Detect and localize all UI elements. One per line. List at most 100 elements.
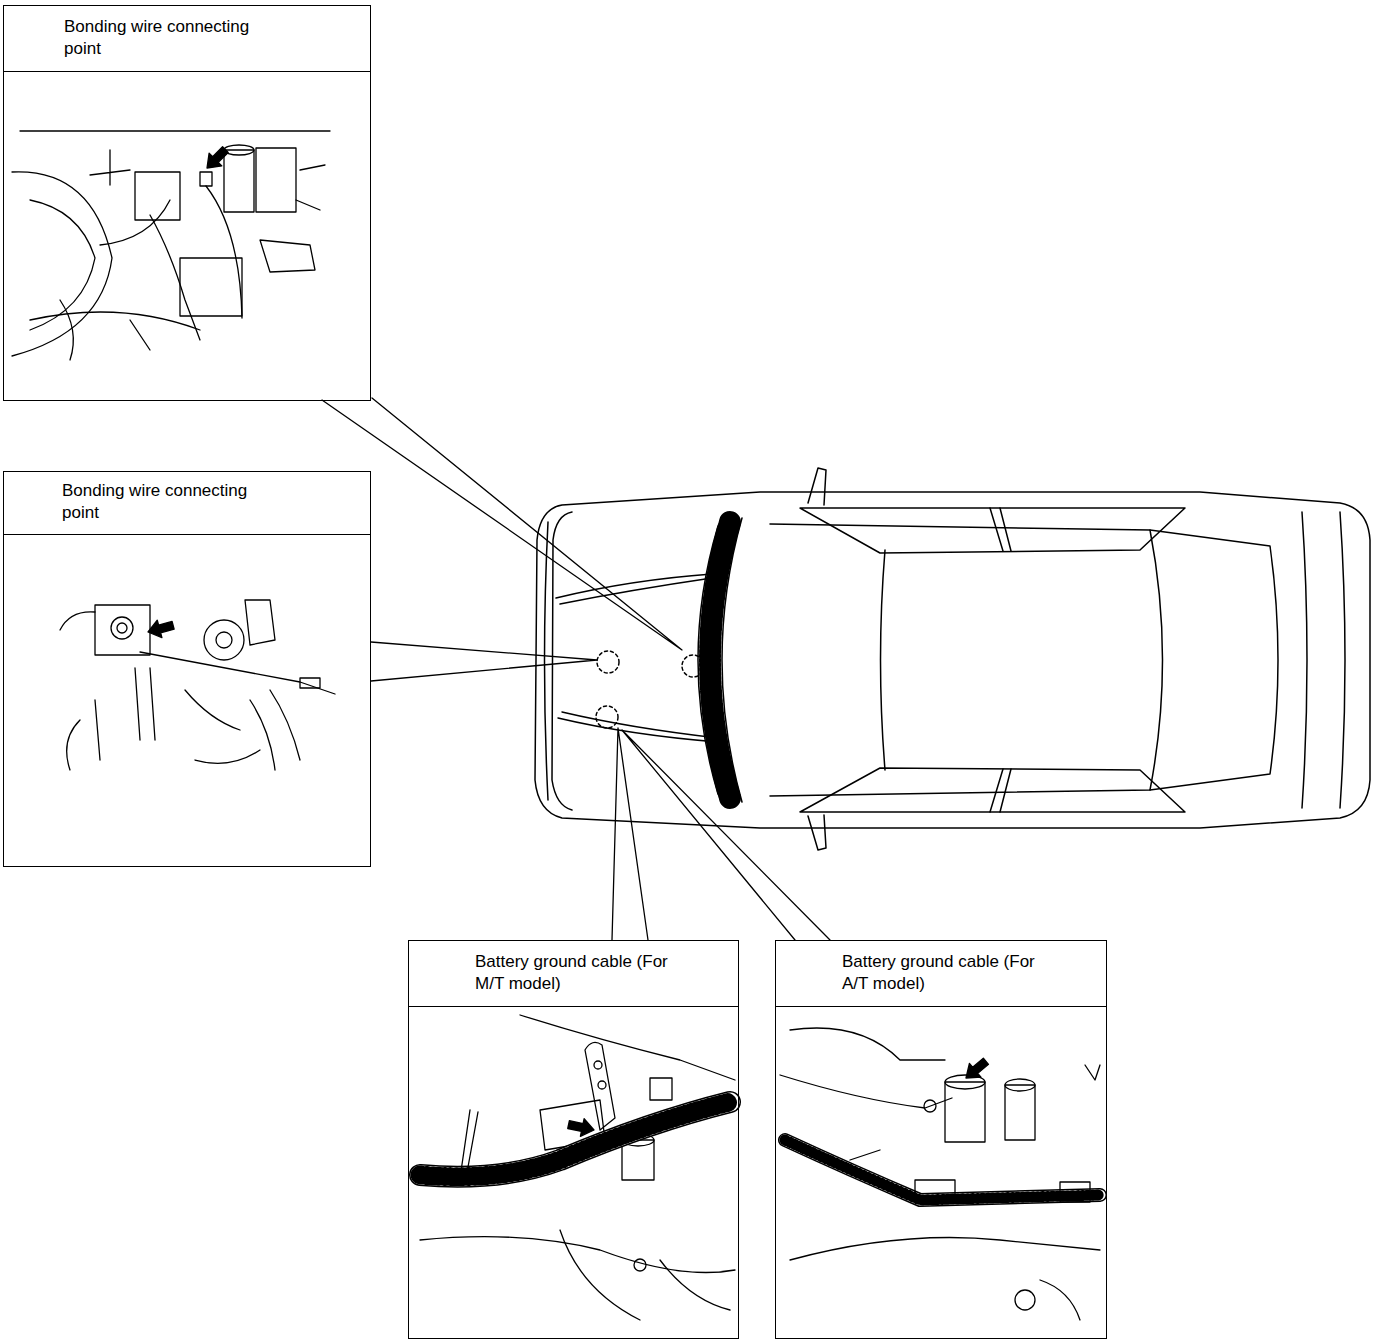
line-art — [808, 468, 826, 505]
callout-header: Bonding wire connecting point — [4, 472, 370, 535]
line-art — [915, 1180, 955, 1202]
line-art — [785, 1140, 1100, 1200]
line-art — [12, 172, 112, 356]
engine-sketch — [60, 600, 335, 770]
line-art — [552, 512, 572, 810]
line-art — [296, 165, 325, 210]
callout-header: Battery ground cable (For M/T model) — [409, 941, 738, 1007]
line-art — [185, 690, 260, 763]
line-art — [60, 300, 150, 360]
callout-title: Bonding wire connecting point — [62, 480, 284, 524]
line-art — [250, 690, 300, 770]
line-art — [180, 258, 242, 316]
line-art — [300, 678, 320, 688]
line-art — [111, 617, 133, 639]
line-art — [200, 172, 212, 186]
line-art — [256, 148, 296, 212]
line-art — [206, 186, 242, 318]
line-art — [585, 1042, 615, 1130]
line-art — [322, 398, 682, 650]
line-art — [800, 508, 1185, 553]
callout-title: Battery ground cable (For M/T model) — [475, 951, 697, 995]
line-art — [710, 522, 730, 798]
line-art — [201, 143, 232, 174]
line-art — [67, 700, 100, 770]
line-art — [146, 617, 176, 641]
line-art — [622, 730, 830, 940]
line-art — [1060, 1182, 1090, 1202]
line-art — [800, 768, 1185, 812]
line-art — [562, 712, 718, 738]
line-art — [598, 1081, 606, 1089]
line-art — [596, 706, 618, 728]
line-art — [204, 620, 244, 660]
line-art — [650, 1078, 672, 1100]
line-art — [722, 518, 742, 802]
line-art — [1005, 1079, 1035, 1091]
line-art — [785, 1140, 1100, 1200]
line-art — [990, 508, 1011, 551]
line-art — [780, 1075, 952, 1108]
line-art — [117, 623, 127, 633]
leader-lines — [322, 398, 830, 940]
line-art — [558, 718, 718, 742]
line-art — [90, 150, 130, 185]
callout-box: Bonding wire connecting point — [3, 5, 371, 401]
callout-header: Bonding wire connecting point — [4, 6, 370, 72]
line-art — [1015, 1290, 1035, 1310]
line-art — [545, 522, 549, 800]
line-art — [634, 1259, 646, 1271]
callout-box: Battery ground cable (For M/T model) — [408, 940, 739, 1339]
callout-header: Battery ground cable (For A/T model) — [776, 941, 1106, 1007]
line-art — [535, 492, 1370, 828]
line-art — [371, 642, 597, 681]
line-art — [960, 1054, 991, 1085]
line-art — [881, 550, 886, 770]
line-art — [216, 632, 232, 648]
line-art — [30, 312, 200, 330]
line-art — [1005, 1085, 1035, 1140]
ground-point-sketch — [420, 1015, 735, 1320]
car-top-view — [535, 468, 1370, 850]
line-art — [682, 655, 704, 677]
line-art — [245, 600, 275, 645]
line-art — [567, 1116, 596, 1139]
line-art — [1302, 512, 1307, 808]
line-art — [1150, 530, 1278, 790]
line-art — [790, 1028, 945, 1060]
line-art — [850, 1150, 880, 1160]
callout-title: Battery ground cable (For A/T model) — [842, 951, 1064, 995]
line-art — [260, 240, 315, 272]
line-art — [224, 150, 254, 212]
line-art — [924, 1100, 936, 1112]
line-art — [1040, 1280, 1080, 1320]
line-art — [60, 612, 95, 630]
line-art — [556, 574, 712, 598]
ground-point-sketch — [780, 1028, 1100, 1320]
line-art — [945, 1082, 985, 1142]
line-art — [224, 145, 254, 155]
line-art — [135, 172, 180, 220]
line-art — [770, 524, 1163, 796]
line-art — [150, 215, 200, 340]
line-art — [790, 1238, 1100, 1261]
line-art — [420, 1102, 730, 1177]
line-art — [420, 1102, 730, 1177]
line-art — [698, 526, 718, 794]
line-art — [808, 815, 826, 850]
callout-title: Bonding wire connecting point — [64, 16, 286, 60]
line-art — [20, 130, 330, 131]
line-art — [612, 728, 648, 940]
line-art — [597, 651, 619, 673]
line-art — [30, 200, 95, 330]
callout-box: Bonding wire connecting point — [3, 471, 371, 867]
line-art — [140, 652, 335, 694]
line-art — [785, 1140, 1100, 1200]
line-art — [990, 769, 1011, 812]
line-art — [135, 668, 155, 740]
line-art — [100, 200, 170, 245]
line-art — [594, 1061, 602, 1069]
line-art — [1085, 1065, 1100, 1080]
line-art — [95, 605, 150, 655]
